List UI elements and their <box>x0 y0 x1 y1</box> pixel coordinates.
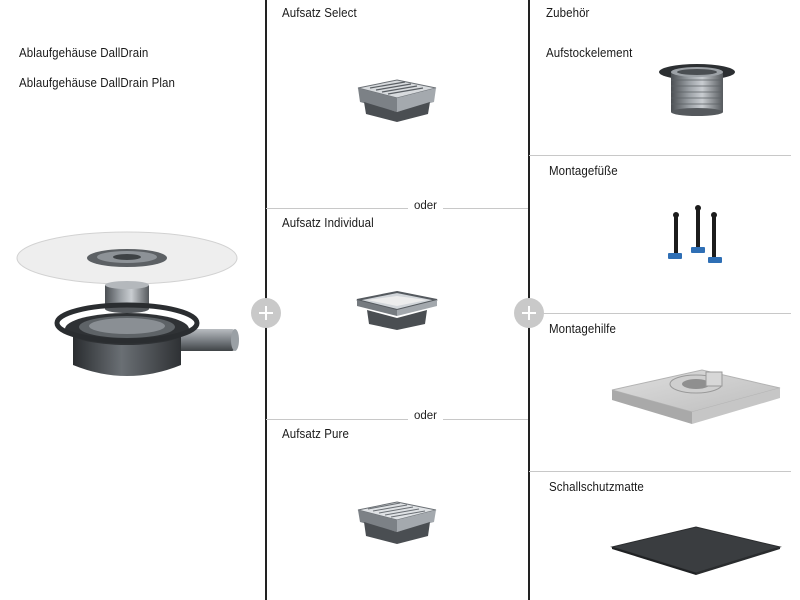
plus-circle-icon <box>251 298 281 328</box>
mounting-aid-illustration <box>611 369 781 424</box>
label-zubehoer: Zubehör <box>546 6 590 20</box>
label-aufsatz-individual: Aufsatz Individual <box>282 216 374 230</box>
product-title-dalldrain: Ablaufgehäuse DallDrain <box>19 46 149 60</box>
label-montagehilfe: Montagehilfe <box>549 322 616 336</box>
accessory-separator-3 <box>529 471 791 472</box>
label-aufsatz-select: Aufsatz Select <box>282 6 357 20</box>
label-aufsatz-pure: Aufsatz Pure <box>282 427 349 441</box>
accessory-separator-2 <box>529 313 791 314</box>
separator-line-1 <box>266 208 528 209</box>
separator-line-2 <box>266 419 528 420</box>
grate-individual-illustration <box>356 290 438 330</box>
product-title-dalldrain-plan: Ablaufgehäuse DallDrain Plan <box>19 76 176 90</box>
separator-oder-2: oder <box>408 410 444 422</box>
plus-circle-icon <box>514 298 544 328</box>
separator-oder-1: oder <box>408 200 444 212</box>
grate-pure-illustration <box>357 501 437 544</box>
extension-element-illustration <box>659 64 735 116</box>
label-schallschutzmatte: Schallschutzmatte <box>549 480 644 494</box>
label-montagefuesse: Montagefüße <box>549 164 618 178</box>
mounting-feet-illustration <box>668 205 722 263</box>
grate-select-illustration <box>357 79 437 122</box>
label-aufstockelement: Aufstockelement <box>546 46 633 60</box>
accessory-separator-1 <box>529 155 791 156</box>
drain-housing-illustration <box>16 231 239 376</box>
sound-insulation-mat-illustration <box>610 526 782 575</box>
